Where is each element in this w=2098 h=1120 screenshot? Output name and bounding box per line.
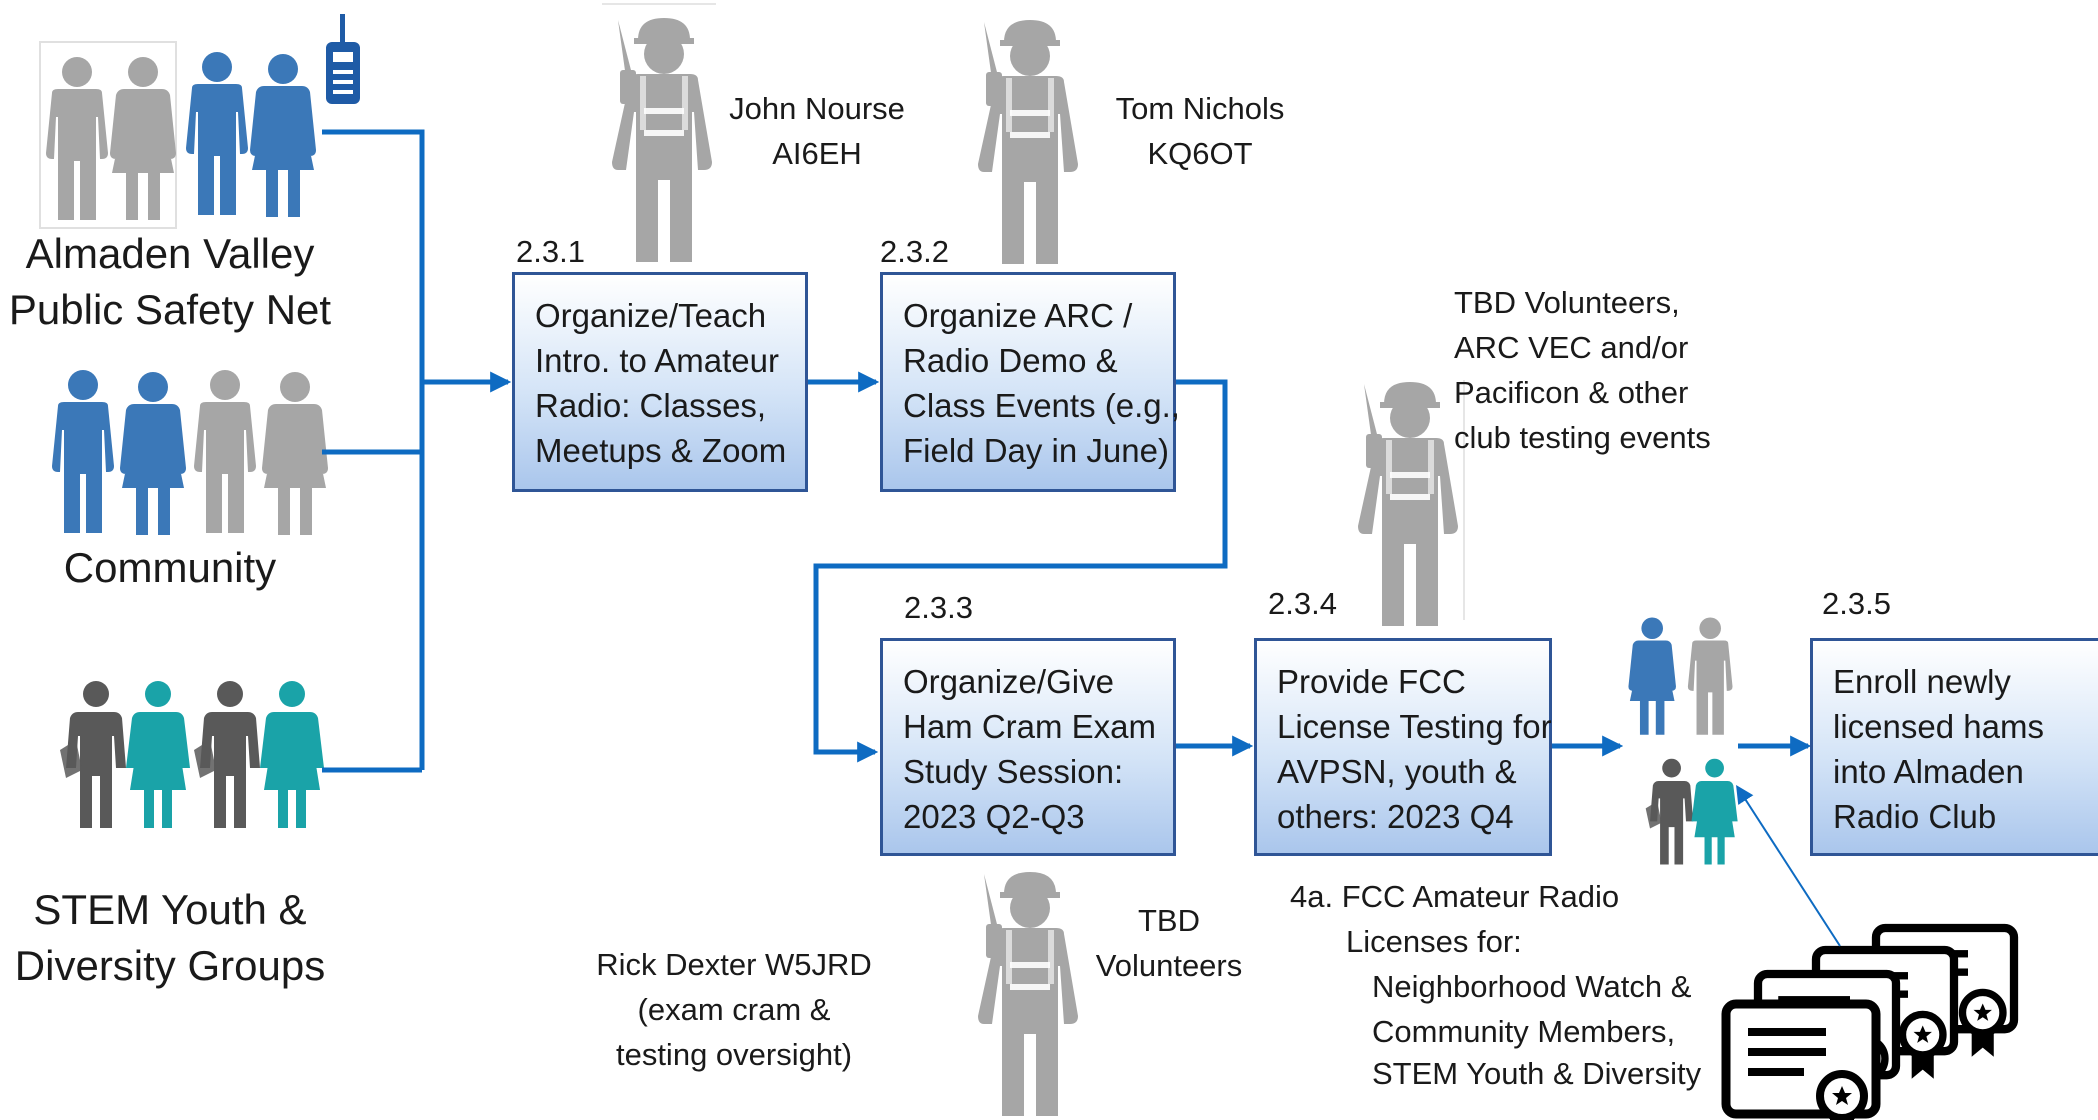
stem-people-icon [60,681,324,828]
step-4-line: AVPSN, youth & [1277,753,1517,790]
step-4-line: others: 2023 Q4 [1277,798,1514,835]
licenses-line: STEM Youth & Diversity [1372,1056,1702,1091]
step-2-line: Organize ARC / [903,297,1133,334]
licenses-line: Neighborhood Watch & [1372,969,1692,1004]
rick-label: Rick Dexter W5JRD (exam cram & testing o… [574,942,894,1077]
step-2-line: Class Events (e.g., [903,387,1180,424]
step-5-line: into Almaden [1833,753,2024,790]
tbd-cram-label: TBD Volunteers [1084,898,1254,988]
tbd-cram-line: TBD [1138,903,1200,938]
step-3-line: 2023 Q2-Q3 [903,798,1085,835]
licenses-note: 4a. FCC Amateur Radio Licenses for: Neig… [1290,874,1701,1094]
tbd-testing-line: Pacificon & other [1454,375,1689,410]
licenses-line: Licenses for: [1346,924,1522,959]
tom-callsign: KQ6OT [1147,136,1253,171]
rick-line: Rick Dexter W5JRD [596,947,872,982]
step-1-line: Meetups & Zoom [535,432,787,469]
step-3-line: Organize/Give [903,663,1114,700]
step-number-4: 2.3.4 [1268,586,1337,621]
arrow-certificates-to-people [1736,784,1841,947]
step-4-line: License Testing for [1277,708,1552,745]
community-label: Community [63,544,277,591]
step-3-line: Study Session: [903,753,1124,790]
worker-icon-tbd-cram [978,872,1078,1116]
step-1-line: Radio: Classes, [535,387,767,424]
avpsn-label-line2: Public Safety Net [8,286,332,333]
john-name: John Nourse [729,91,905,126]
avpsn-label: Almaden Valley Public Safety Net [0,226,340,338]
avpsn-label-line1: Almaden Valley [25,230,315,277]
licenses-line: Community Members, [1372,1014,1676,1049]
tbd-testing-line: TBD Volunteers, [1454,285,1680,320]
worker-icon-tbd-testing [1358,380,1465,626]
step-5-line: Radio Club [1833,798,1997,835]
john-callsign: AI6EH [772,136,862,171]
connectors [322,129,1812,773]
community-people-icon [52,370,328,535]
new-hams-people-icon [1628,617,1738,865]
step-number-3: 2.3.3 [904,590,973,625]
step-1-line: Intro. to Amateur [535,342,779,379]
step-4-line: Provide FCC [1277,663,1466,700]
worker-icon-tom [978,20,1078,264]
avpsn-people-icon [39,41,316,229]
stem-label: STEM Youth & Diversity Groups [0,882,340,994]
handheld-radio-icon [326,14,360,104]
tbd-testing-line: club testing events [1454,420,1711,455]
step-number-2: 2.3.2 [880,234,949,269]
tbd-cram-line: Volunteers [1095,948,1243,983]
stem-label-line1: STEM Youth & [33,886,307,933]
worker-icon-john [602,3,716,262]
step-5-line: licensed hams [1833,708,2044,745]
arrow-step-2-to-3 [813,379,1228,763]
tbd-testing-line: ARC VEC and/or [1454,330,1689,365]
rick-line: (exam cram & [637,992,831,1027]
step-box-1: Organize/Teach Intro. to Amateur Radio: … [512,272,808,492]
step-2-line: Field Day in June) [903,432,1169,469]
step-number-5: 2.3.5 [1822,586,1891,621]
step-box-3: Organize/Give Ham Cram Exam Study Sessio… [880,638,1176,856]
step-box-5: Enroll newly licensed hams into Almaden … [1810,638,2098,856]
step-box-4: Provide FCC License Testing for AVPSN, y… [1254,638,1552,856]
step-2-line: Radio Demo & [903,342,1118,379]
step-5-line: Enroll newly [1833,663,2011,700]
step-box-2: Organize ARC / Radio Demo & Class Events… [880,272,1180,492]
license-certificates-icon [1726,928,2014,1120]
john-label: John Nourse AI6EH [712,86,922,176]
tbd-testing-label: TBD Volunteers, ARC VEC and/or Pacificon… [1454,280,1711,460]
licenses-line: 4a. FCC Amateur Radio [1290,879,1620,914]
tom-label: Tom Nichols KQ6OT [1100,86,1300,176]
connector-avpsn [322,129,425,770]
stem-label-line2: Diversity Groups [14,942,326,989]
step-number-1: 2.3.1 [516,234,585,269]
step-1-line: Organize/Teach [535,297,767,334]
step-3-line: Ham Cram Exam [903,708,1157,745]
tom-name: Tom Nichols [1115,91,1285,126]
rick-line: testing oversight) [615,1037,853,1072]
